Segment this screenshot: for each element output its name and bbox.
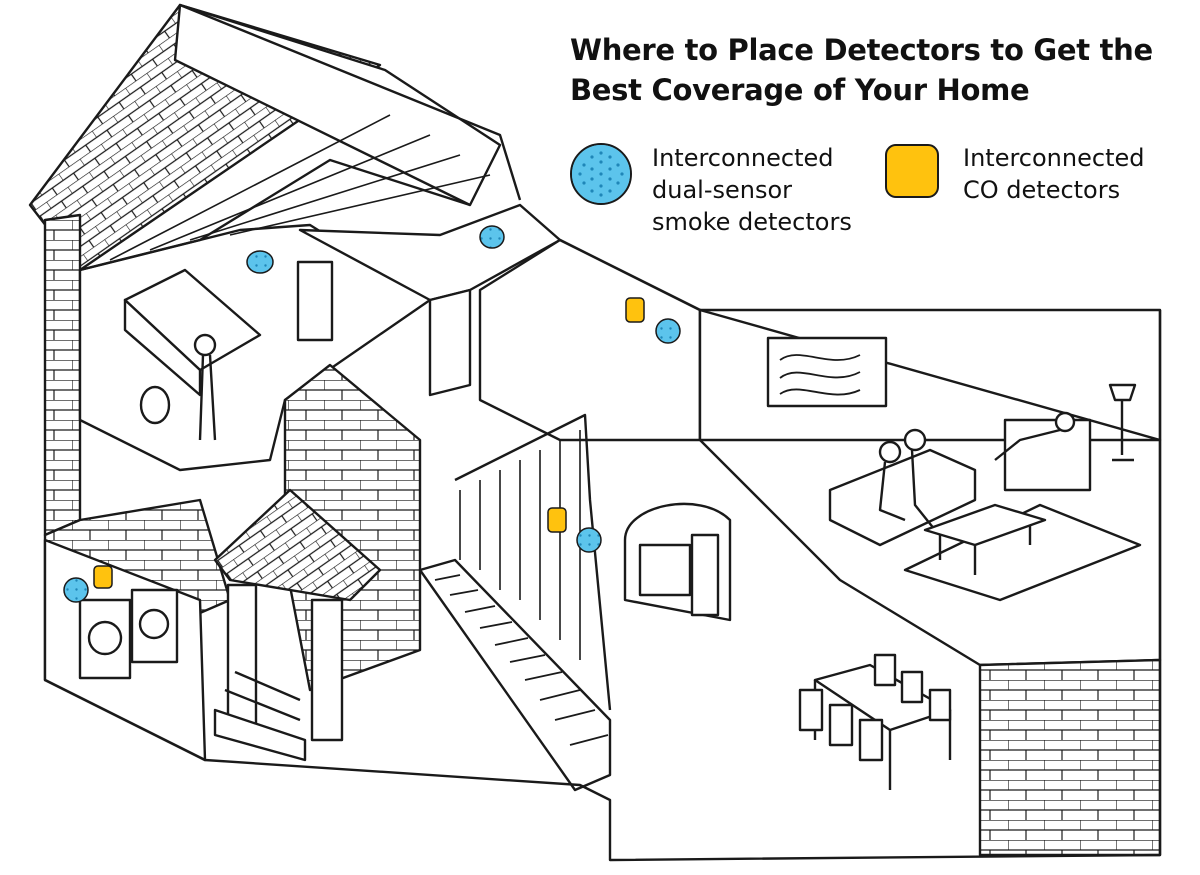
- co-detectors: [93, 297, 645, 589]
- laundry-room: [78, 588, 179, 680]
- legend-smoke: Interconnected dual-sensor smoke detecto…: [570, 140, 867, 238]
- sofa: [828, 428, 977, 547]
- house-outline: [44, 238, 1162, 862]
- floor-lamp: [1108, 383, 1137, 462]
- smoke-detector-bedroom: [246, 250, 274, 274]
- smoke-detector-laundry: [63, 577, 89, 603]
- roof: [28, 3, 522, 272]
- smoke-detectors: [63, 225, 681, 603]
- dining-table: [798, 653, 952, 790]
- smoke-detector-stairs: [576, 527, 602, 553]
- diagram-title: Where to Place Detectors to Get the Best…: [570, 33, 1153, 107]
- legend-smoke-label: Interconnected dual-sensor smoke detecto…: [652, 144, 852, 236]
- co-detector-stairs: [547, 507, 567, 533]
- smoke-detector-attic: [479, 225, 505, 249]
- wall-painting: [766, 336, 888, 408]
- coffee-table: [923, 503, 1047, 575]
- co-detector-icon: [885, 144, 939, 198]
- staircase: [418, 413, 612, 792]
- smoke-detector-icon: [570, 143, 632, 205]
- bedroom-window: [296, 260, 334, 342]
- bedroom-furniture: [123, 260, 334, 441]
- legend-co-label: Interconnected CO detectors: [963, 144, 1145, 204]
- armchair: [994, 411, 1092, 492]
- kitchen: [623, 502, 732, 622]
- legend-co: Interconnected CO detectors: [885, 140, 1163, 206]
- front-porch: [213, 488, 382, 762]
- co-detector-hall: [625, 297, 645, 323]
- foundation-wall: [978, 658, 1162, 857]
- co-detector-laundry: [93, 565, 113, 589]
- smoke-detector-hall: [655, 318, 681, 344]
